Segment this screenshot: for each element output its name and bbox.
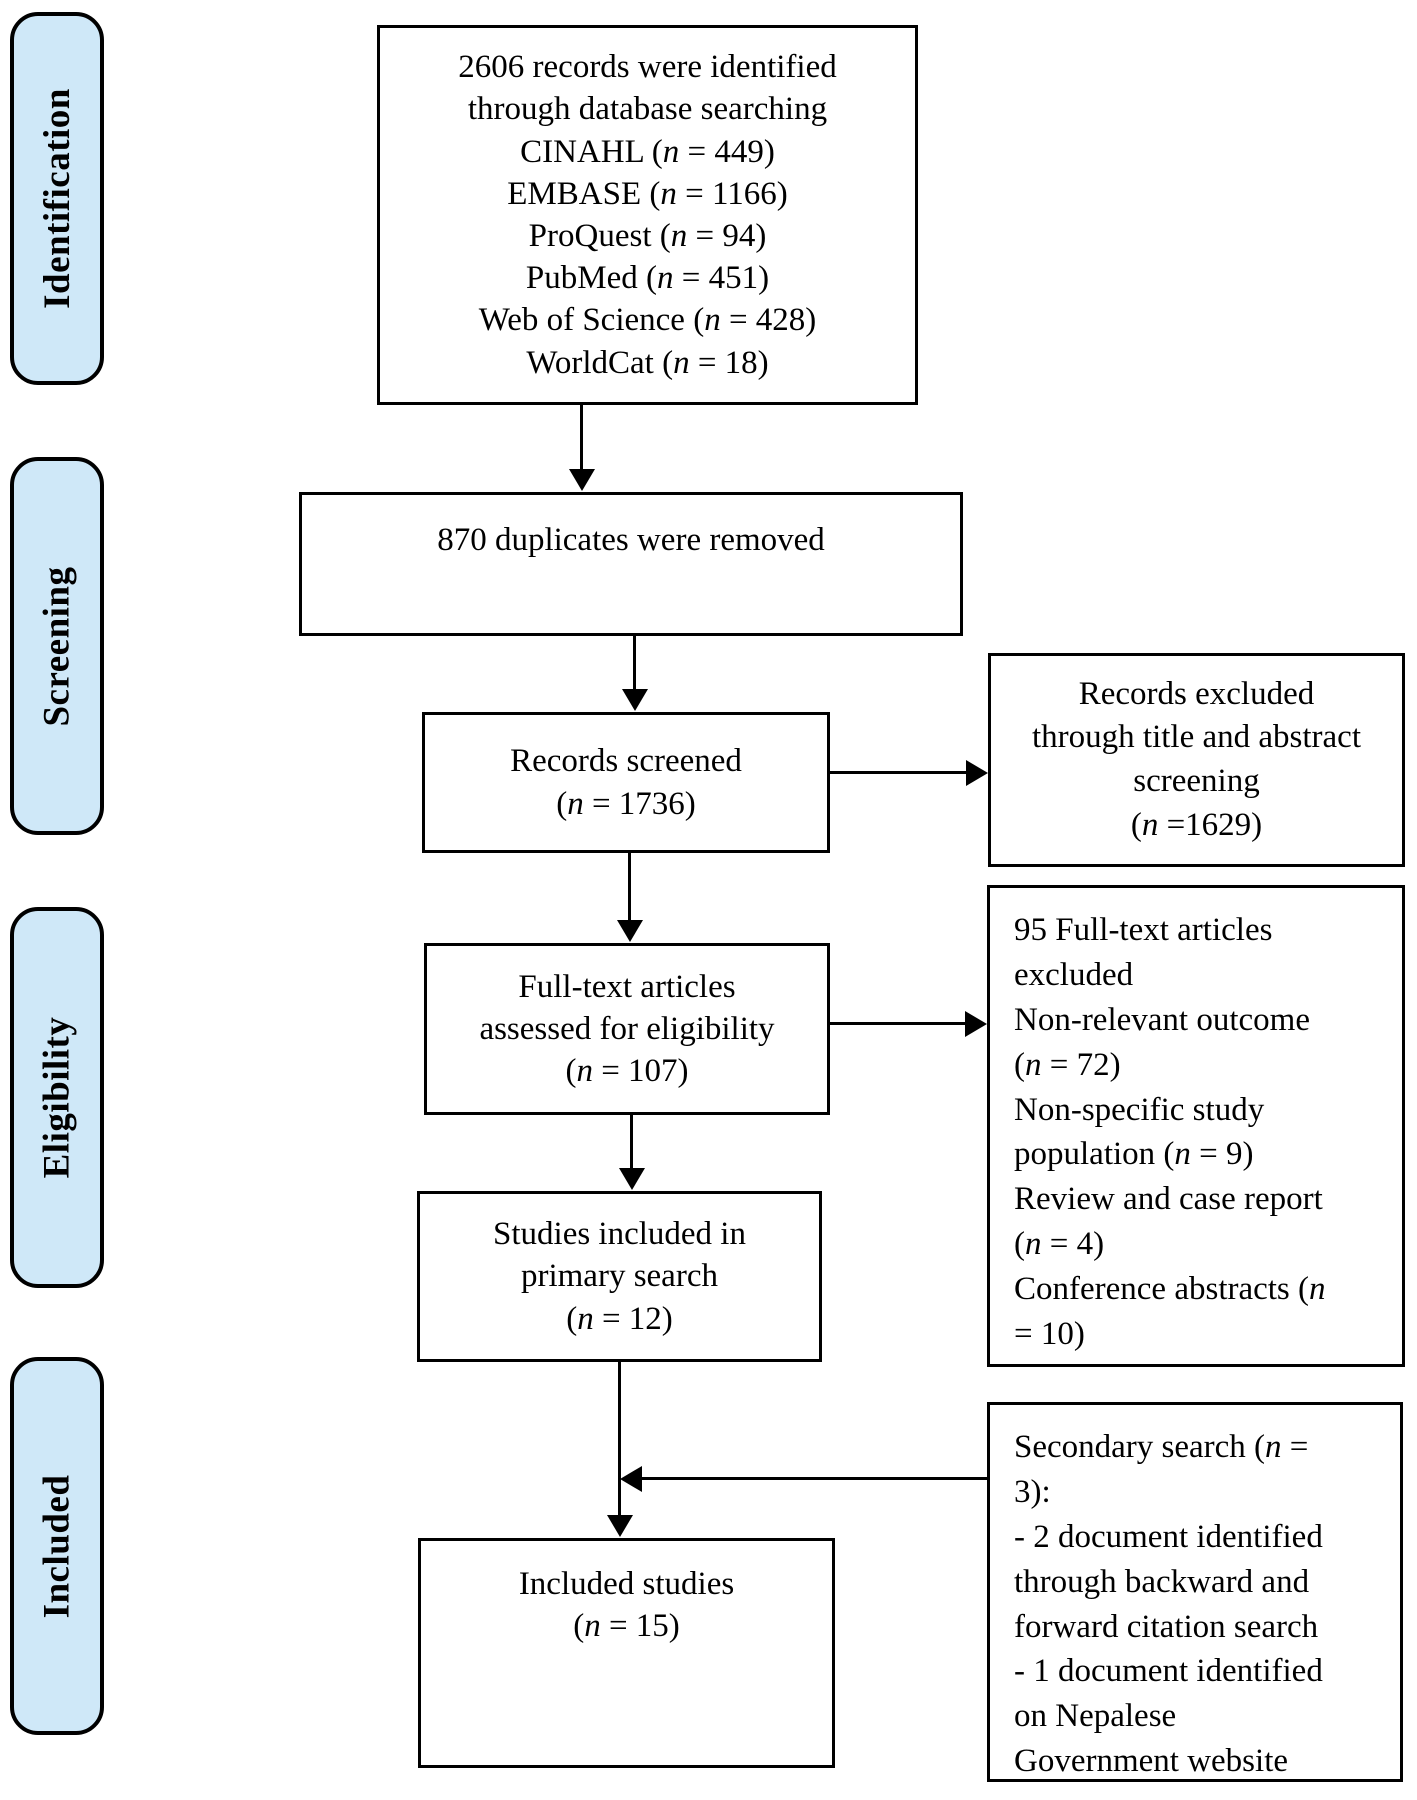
box-records-screened: Records screened(n = 1736) [422,712,830,853]
box-included-studies: Included studies(n = 15) [418,1538,835,1768]
box-secondary-search-text: Secondary search (n =3):- 2 document ide… [1014,1429,1323,1780]
box-duplicates-removed-text: 870 duplicates were removed [437,522,825,558]
arrow-identified-to-duplicates [580,405,583,470]
arrow-duplicates-to-screened [633,636,636,690]
arrow-fulltext-to-primary [630,1115,633,1169]
stage-label-included: Included [36,1474,78,1618]
box-records-screened-text: Records screened(n = 1736) [510,743,742,822]
arrow-screened-to-fulltext [628,853,631,921]
box-duplicates-removed: 870 duplicates were removed [299,492,963,636]
stage-label-identification: Identification [36,88,78,309]
arrow-secondary-to-flow [641,1477,987,1480]
stage-pill-screening: Screening [10,457,104,835]
arrow-screened-to-excluded [830,771,967,774]
stage-pill-identification: Identification [10,12,104,385]
arrow-primary-to-included [618,1362,621,1516]
stage-pill-included: Included [10,1357,104,1735]
stage-label-eligibility: Eligibility [36,1016,78,1179]
box-included-studies-text: Included studies(n = 15) [518,1566,735,1645]
stage-label-screening: Screening [36,565,78,727]
box-secondary-search: Secondary search (n =3):- 2 document ide… [987,1402,1403,1782]
arrow-fulltext-to-excluded [830,1022,966,1025]
stage-pill-eligibility: Eligibility [10,907,104,1288]
